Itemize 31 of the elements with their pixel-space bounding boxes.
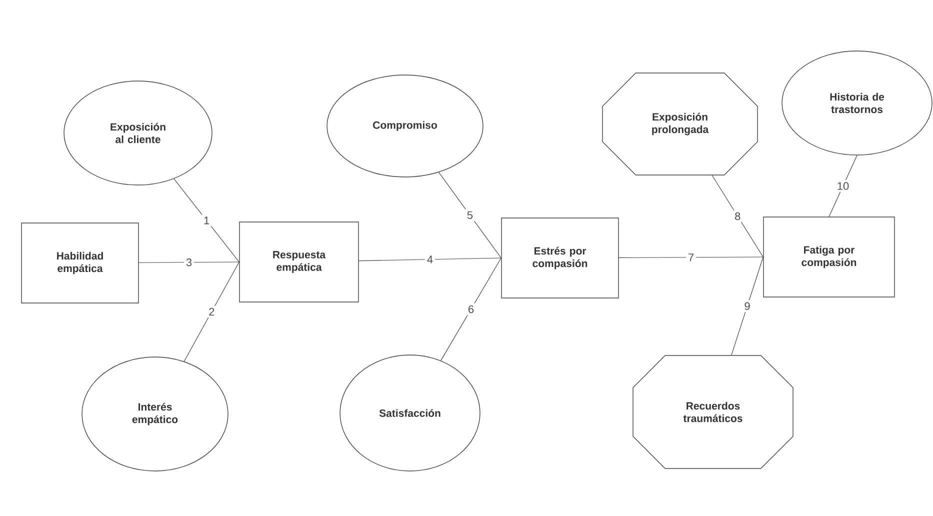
connector-line <box>358 258 502 262</box>
connector-line <box>712 175 764 258</box>
edge-label: 6 <box>466 303 476 316</box>
ellipse-node: Exposición al cliente <box>64 80 212 186</box>
edge-label: 7 <box>686 252 696 264</box>
edge-label: 8 <box>732 210 743 222</box>
process-box: Estrés por compasión <box>501 218 619 298</box>
ellipse-node: Historia de trastornos <box>782 50 932 156</box>
connector-line <box>440 258 502 361</box>
edge-label: 3 <box>184 256 194 268</box>
edge-label: 4 <box>424 254 436 266</box>
edge-label: 1 <box>202 214 212 226</box>
octagon-node: Exposición prolongada <box>602 72 758 176</box>
ellipse-node: Satisfacción <box>340 354 480 472</box>
edge-label: 5 <box>464 209 476 221</box>
process-box: Habilidad empática <box>21 222 139 304</box>
connector-line <box>174 178 240 262</box>
connector-line <box>138 262 240 263</box>
connector-line <box>438 172 502 258</box>
connector-line <box>618 256 764 258</box>
edge-label: 2 <box>206 306 217 318</box>
connector-line <box>731 256 764 356</box>
ellipse-node: Compromiso <box>326 74 484 178</box>
process-box: Respuesta empática <box>239 222 359 302</box>
edge-label: 10 <box>834 180 852 192</box>
octagon-node: Recuerdos traumáticos <box>632 355 794 469</box>
ellipse-node: Interés empático <box>82 356 228 472</box>
process-box: Fatiga por compasión <box>763 216 895 298</box>
connector-line <box>828 155 858 217</box>
connector-line <box>184 262 240 362</box>
edge-label: 9 <box>742 300 752 312</box>
